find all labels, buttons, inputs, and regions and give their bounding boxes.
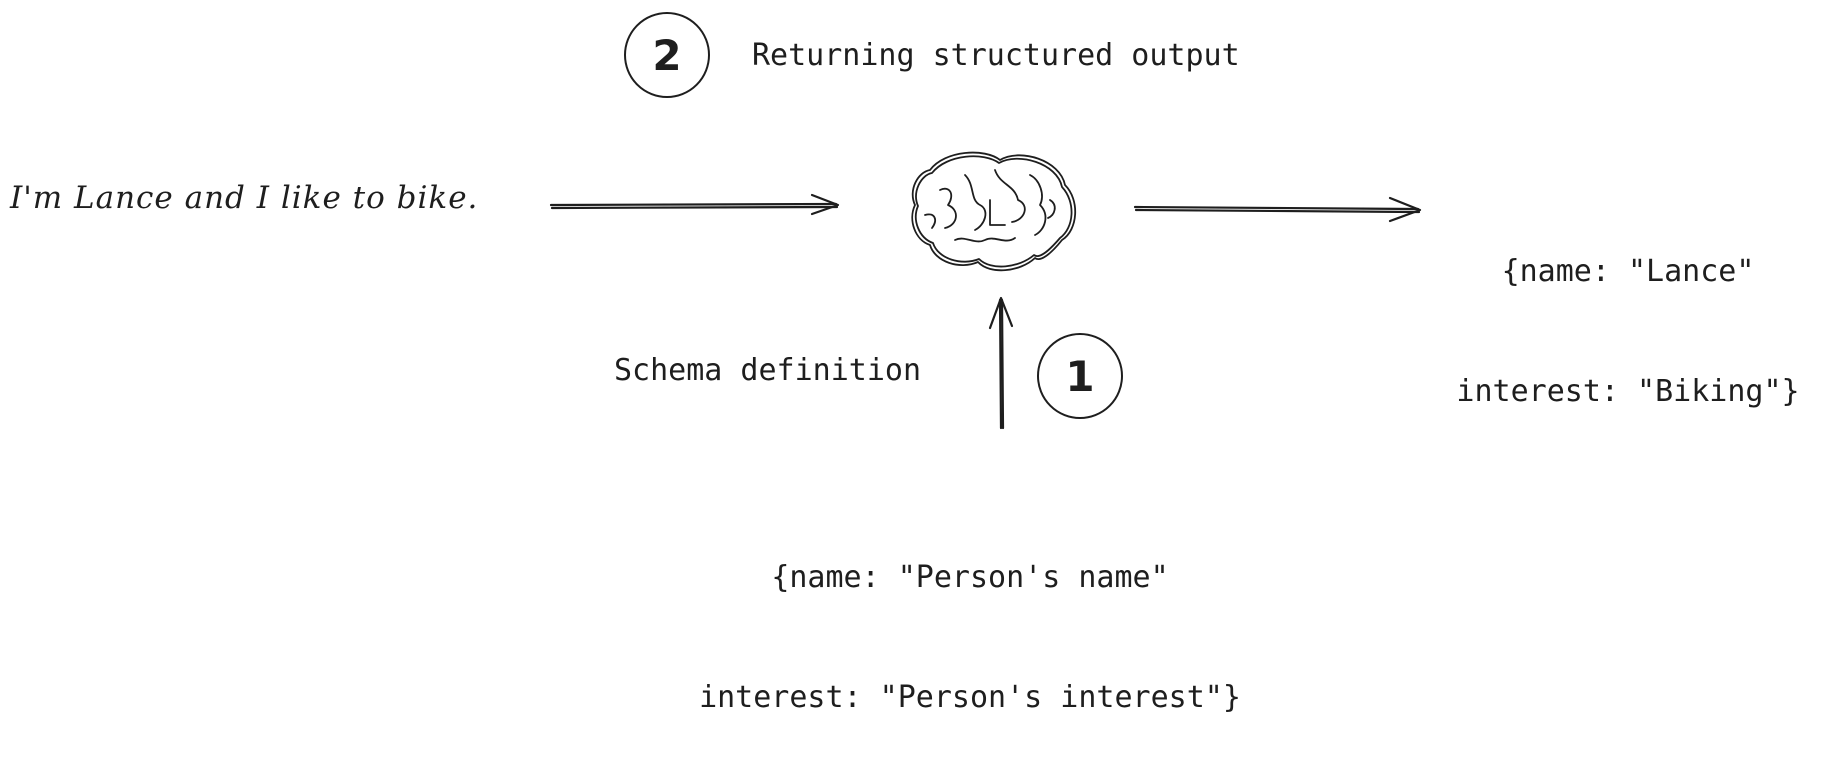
schema-json-line-2: interest: "Person's interest"} <box>699 680 1241 715</box>
output-json: {name: "Lance" interest: "Biking"} <box>1428 172 1828 452</box>
schema-json-line-1: {name: "Person's name" <box>771 560 1169 595</box>
step-2-badge: 2 <box>624 12 710 98</box>
output-json-line-1: {name: "Lance" <box>1501 254 1755 289</box>
step-2-label: Returning structured output <box>752 38 1240 73</box>
step-1-badge: 1 <box>1037 333 1123 419</box>
output-arrow <box>1133 196 1422 223</box>
schema-arrow <box>988 296 1014 430</box>
brain-icon <box>911 151 1077 272</box>
input-sentence: I'm Lance and I like to bike. <box>10 180 479 216</box>
schema-label: Schema definition <box>614 353 922 388</box>
diagram-canvas <box>549 151 1422 430</box>
input-arrow <box>549 193 840 216</box>
output-json-line-2: interest: "Biking"} <box>1456 374 1800 409</box>
schema-json: {name: "Person's name" interest: "Person… <box>640 478 1300 758</box>
